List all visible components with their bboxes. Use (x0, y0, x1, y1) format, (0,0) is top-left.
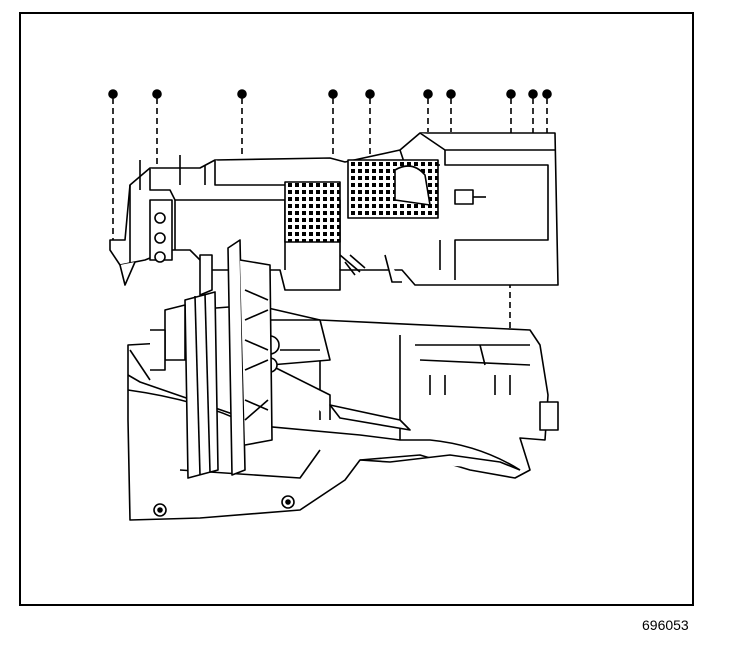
screw-icon (528, 89, 538, 134)
upper-housing (109, 132, 559, 291)
blower-filter-assembly (150, 239, 273, 479)
screw-icon (328, 89, 338, 158)
screw-icon (152, 89, 162, 178)
screw-icon (423, 89, 433, 132)
screw-icon (108, 89, 118, 250)
screw-icon (446, 89, 456, 132)
screw-icon (365, 89, 375, 158)
figure-number: 696053 (642, 617, 689, 633)
screw-group (108, 89, 552, 330)
screw-icon (506, 89, 516, 134)
diagram-frame (19, 12, 694, 606)
screw-icon (237, 89, 247, 158)
screw-icon (542, 89, 552, 134)
